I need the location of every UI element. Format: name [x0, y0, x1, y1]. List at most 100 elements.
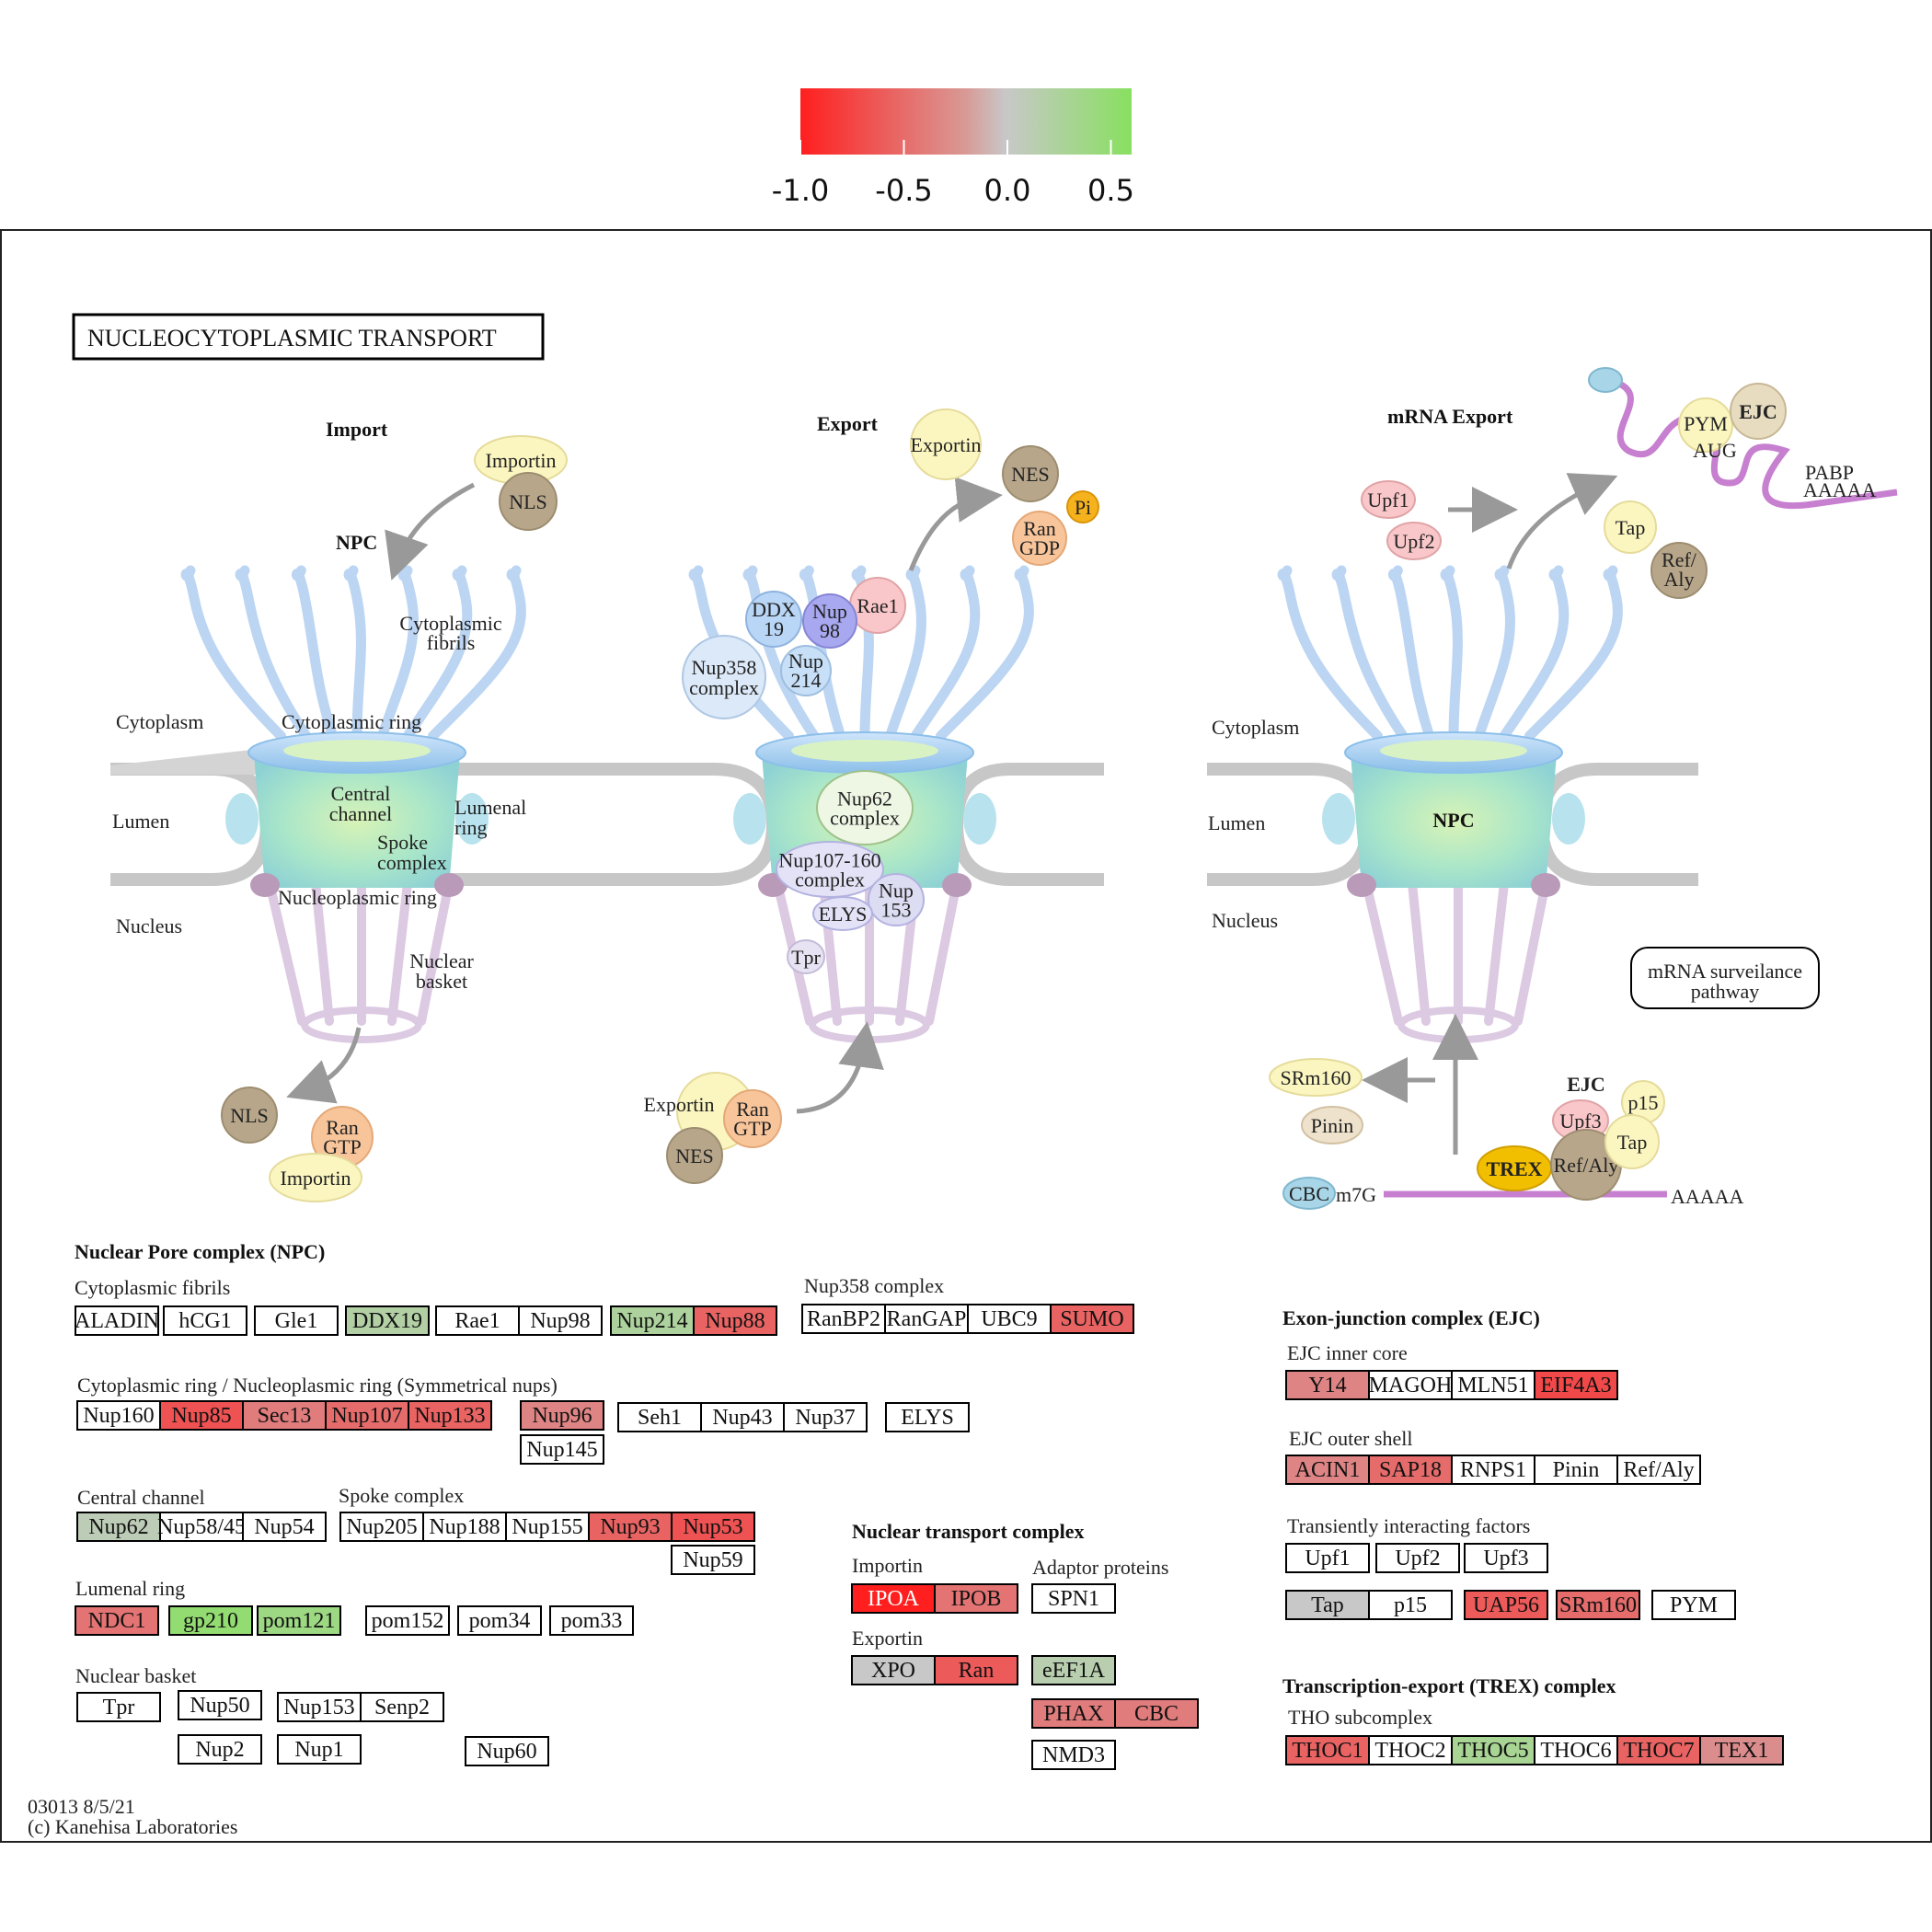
gene-box-nup214[interactable]: Nup214 — [610, 1305, 695, 1336]
svg-text:UAP56: UAP56 — [1473, 1593, 1539, 1617]
gene-box-ndc1[interactable]: NDC1 — [75, 1605, 159, 1636]
gene-box-pom121[interactable]: pom121 — [257, 1605, 341, 1636]
cytoplasmic-fibril — [428, 565, 526, 742]
gene-box-aladin[interactable]: ALADIN — [75, 1305, 159, 1336]
gene-box-nup153[interactable]: Nup153 — [277, 1692, 362, 1722]
gene-box-acin1[interactable]: ACIN1 — [1285, 1455, 1370, 1485]
gene-box-nup58-45[interactable]: Nup58/45 — [157, 1512, 246, 1542]
gene-box-nup88[interactable]: Nup88 — [693, 1305, 777, 1336]
gene-box-pom33[interactable]: pom33 — [549, 1605, 634, 1636]
gene-box-thoc7[interactable]: THOC7 — [1616, 1735, 1701, 1765]
gene-box-nup54[interactable]: Nup54 — [242, 1512, 327, 1542]
gene-box-thoc2[interactable]: THOC2 — [1368, 1735, 1453, 1765]
gene-box-upf3[interactable]: Upf3 — [1464, 1543, 1548, 1573]
gene-box-nup98[interactable]: Nup98 — [518, 1305, 603, 1336]
svg-text:MAGOH: MAGOH — [1369, 1374, 1453, 1397]
gene-box-nup1[interactable]: Nup1 — [277, 1734, 362, 1765]
gene-box-tex1[interactable]: TEX1 — [1699, 1735, 1784, 1765]
mrna-arrow-out — [1506, 473, 1618, 569]
gene-box-ref-aly[interactable]: Ref/Aly — [1616, 1455, 1701, 1485]
gene-box-phax[interactable]: PHAX — [1031, 1698, 1116, 1729]
svg-text:gp210: gp210 — [183, 1609, 238, 1633]
gene-box-pom34[interactable]: pom34 — [457, 1605, 542, 1636]
gene-box-cbc[interactable]: CBC — [1114, 1698, 1199, 1729]
gene-box-tap[interactable]: Tap — [1285, 1590, 1370, 1620]
cytoplasmic-fibril — [1440, 565, 1463, 742]
gene-box-sec13[interactable]: Sec13 — [242, 1400, 327, 1431]
gene-box-nmd3[interactable]: NMD3 — [1031, 1740, 1116, 1770]
gene-box-pom152[interactable]: pom152 — [365, 1605, 450, 1636]
upf2-node: Upf2 — [1386, 522, 1442, 560]
gene-box-srm160[interactable]: SRm160 — [1556, 1590, 1640, 1620]
gene-box-gp210[interactable]: gp210 — [168, 1605, 253, 1636]
gene-box-nup60[interactable]: Nup60 — [465, 1736, 549, 1766]
gene-box-nup43[interactable]: Nup43 — [700, 1402, 785, 1432]
cytoplasmic-ring-label: Cytoplasmic ring — [282, 710, 421, 733]
svg-text:Nup85: Nup85 — [171, 1404, 231, 1428]
gene-box-nup59[interactable]: Nup59 — [671, 1545, 755, 1575]
svg-text:Upf1: Upf1 — [1305, 1547, 1350, 1570]
gene-box-sap18[interactable]: SAP18 — [1368, 1455, 1453, 1485]
svg-text:Nup88: Nup88 — [705, 1309, 765, 1333]
gene-box-eef1a[interactable]: eEF1A — [1031, 1655, 1116, 1685]
gene-box-gle1[interactable]: Gle1 — [254, 1305, 339, 1336]
footer-copyright: (c) Kanehisa Laboratories — [28, 1815, 237, 1838]
gene-box-nup37[interactable]: Nup37 — [783, 1402, 868, 1432]
gene-box-thoc6[interactable]: THOC6 — [1534, 1735, 1618, 1765]
cytoplasm-label-mrna: Cytoplasm — [1212, 716, 1299, 739]
gene-box-upf1[interactable]: Upf1 — [1285, 1543, 1370, 1573]
gene-box-nup62[interactable]: Nup62 — [76, 1512, 161, 1542]
gene-box-nup85[interactable]: Nup85 — [159, 1400, 244, 1431]
gene-box-nup53[interactable]: Nup53 — [671, 1512, 755, 1542]
gene-box-thoc1[interactable]: THOC1 — [1285, 1735, 1370, 1765]
gene-box-nup188[interactable]: Nup188 — [422, 1512, 507, 1542]
gene-box-pinin[interactable]: Pinin — [1534, 1455, 1618, 1485]
gene-box-seh1[interactable]: Seh1 — [617, 1402, 702, 1432]
gene-box-nup96[interactable]: Nup96 — [520, 1400, 604, 1431]
gene-box-elys[interactable]: ELYS — [885, 1402, 970, 1432]
gene-box-nup133[interactable]: Nup133 — [408, 1400, 492, 1431]
gene-box-thoc5[interactable]: THOC5 — [1451, 1735, 1535, 1765]
cytoplasmic-fibril — [180, 565, 286, 742]
svg-text:Senp2: Senp2 — [374, 1696, 430, 1719]
gene-box-rangap[interactable]: RanGAP — [884, 1304, 969, 1334]
svg-text:RNPS1: RNPS1 — [1460, 1458, 1526, 1482]
gene-box-nup50[interactable]: Nup50 — [178, 1690, 262, 1720]
gene-box-rnps1[interactable]: RNPS1 — [1451, 1455, 1535, 1485]
gene-box-spn1[interactable]: SPN1 — [1031, 1583, 1116, 1614]
svg-text:CBC: CBC — [1289, 1182, 1329, 1205]
gene-box-nup160[interactable]: Nup160 — [76, 1400, 161, 1431]
gene-box-ipob[interactable]: IPOB — [934, 1583, 1018, 1614]
gene-box-uap56[interactable]: UAP56 — [1464, 1590, 1548, 1620]
gene-box-nup93[interactable]: Nup93 — [588, 1512, 673, 1542]
gene-box-y14[interactable]: Y14 — [1285, 1370, 1370, 1400]
mrna-surveillance-pathway-link[interactable]: mRNA surveilance pathway — [1630, 947, 1820, 1009]
gene-box-tpr[interactable]: Tpr — [76, 1692, 161, 1722]
gene-box-nup107[interactable]: Nup107 — [325, 1400, 409, 1431]
gene-box-mln51[interactable]: MLN51 — [1451, 1370, 1535, 1400]
svg-text:p15: p15 — [1628, 1091, 1659, 1114]
gene-box-upf2[interactable]: Upf2 — [1375, 1543, 1460, 1573]
gene-box-xpo[interactable]: XPO — [851, 1655, 936, 1685]
gene-box-ranbp2[interactable]: RanBP2 — [801, 1304, 886, 1334]
gene-box-senp2[interactable]: Senp2 — [360, 1692, 444, 1722]
gene-box-eif4a3[interactable]: EIF4A3 — [1534, 1370, 1618, 1400]
gene-box-magoh[interactable]: MAGOH — [1368, 1370, 1453, 1400]
gene-box-ran[interactable]: Ran — [934, 1655, 1018, 1685]
gene-box-ubc9[interactable]: UBC9 — [967, 1304, 1052, 1334]
gene-box-p15[interactable]: p15 — [1368, 1590, 1453, 1620]
gene-box-ipoa[interactable]: IPOA — [851, 1583, 936, 1614]
lumenal-ring-group-label: Lumenal ring — [75, 1577, 185, 1600]
gene-box-nup205[interactable]: Nup205 — [339, 1512, 424, 1542]
svg-text:Nup98: Nup98 — [530, 1309, 590, 1333]
gene-box-nup145[interactable]: Nup145 — [520, 1434, 604, 1465]
gene-box-nup2[interactable]: Nup2 — [178, 1734, 262, 1765]
gene-box-hcg1[interactable]: hCG1 — [163, 1305, 247, 1336]
importin-node-bottom: Importin — [269, 1153, 362, 1202]
svg-text:MLN51: MLN51 — [1457, 1374, 1528, 1397]
gene-box-pym[interactable]: PYM — [1651, 1590, 1736, 1620]
gene-box-nup155[interactable]: Nup155 — [505, 1512, 590, 1542]
gene-box-rae1[interactable]: Rae1 — [435, 1305, 520, 1336]
gene-box-sumo[interactable]: SUMO — [1050, 1304, 1134, 1334]
gene-box-ddx19[interactable]: DDX19 — [345, 1305, 430, 1336]
